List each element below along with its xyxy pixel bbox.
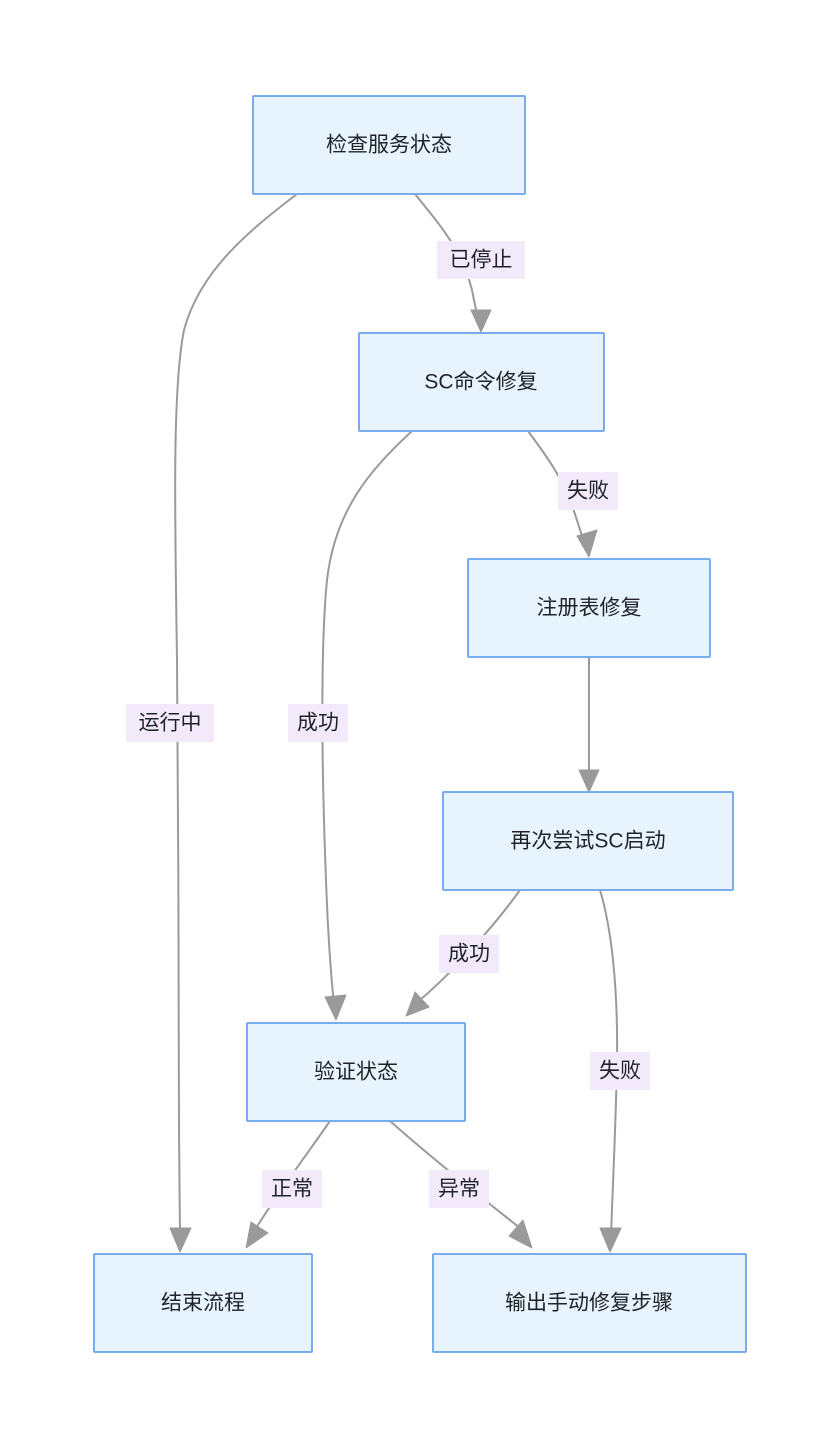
- edge-label-text: 正常: [271, 1178, 313, 1201]
- arrowhead-icon: [470, 309, 492, 333]
- arrowhead-icon: [405, 991, 430, 1017]
- node-retry-sc-start[interactable]: 再次尝试SC启动: [442, 791, 734, 891]
- arrowhead-icon: [576, 529, 598, 558]
- node-box[interactable]: [358, 332, 605, 432]
- edge-label-running: 运行中: [126, 704, 214, 742]
- edge-label-abnormal: 异常: [429, 1170, 489, 1208]
- edge-path: [321, 430, 413, 1007]
- edge-check-to-finish: [169, 193, 298, 1253]
- edge-label-background: [437, 241, 525, 279]
- edge-label-fail-sc: 失败: [558, 472, 618, 510]
- arrowhead-icon: [245, 1221, 269, 1249]
- edge-label-fail-retry: 失败: [590, 1052, 650, 1090]
- node-box[interactable]: [467, 558, 711, 658]
- edge-label-text: 失败: [567, 480, 609, 503]
- edge-label-normal: 正常: [262, 1170, 322, 1208]
- node-layer: 检查服务状态 SC命令修复 注册表修复 再次尝试SC启动 验证状态 结束流程: [93, 95, 747, 1353]
- node-label: 再次尝试SC启动: [510, 830, 665, 853]
- edge-label-text: 失败: [599, 1060, 641, 1083]
- edge-registry-to-retry: [578, 656, 600, 793]
- edge-label-success-sc: 成功: [288, 704, 348, 742]
- node-box[interactable]: [93, 1253, 313, 1353]
- node-box[interactable]: [432, 1253, 747, 1353]
- edge-label-background: [439, 935, 499, 973]
- edge-label-background: [126, 704, 214, 742]
- node-registry-repair[interactable]: 注册表修复: [467, 558, 711, 658]
- node-end-process[interactable]: 结束流程: [93, 1253, 313, 1353]
- edge-label-background: [262, 1170, 322, 1208]
- node-box[interactable]: [442, 791, 734, 891]
- node-sc-command-repair[interactable]: SC命令修复: [358, 332, 605, 432]
- edge-label-text: 运行中: [139, 712, 202, 735]
- arrowhead-icon: [324, 994, 347, 1021]
- node-box[interactable]: [252, 95, 526, 195]
- node-label: 检查服务状态: [326, 134, 452, 157]
- node-box[interactable]: [246, 1022, 466, 1122]
- arrowhead-icon: [599, 1227, 622, 1253]
- node-check-service-status[interactable]: 检查服务状态: [252, 95, 526, 195]
- arrowhead-icon: [578, 769, 600, 793]
- node-label: 注册表修复: [537, 597, 642, 620]
- node-output-manual-steps[interactable]: 输出手动修复步骤: [432, 1253, 747, 1353]
- edge-label-background: [429, 1170, 489, 1208]
- node-label: 结束流程: [161, 1292, 245, 1315]
- node-label: 验证状态: [314, 1061, 398, 1084]
- edge-label-background: [288, 704, 348, 742]
- edge-sc-to-verify: [321, 430, 413, 1021]
- edge-layer: [169, 193, 622, 1253]
- arrowhead-icon: [508, 1219, 533, 1249]
- edge-label-stopped: 已停止: [437, 241, 525, 279]
- arrowhead-icon: [169, 1227, 192, 1253]
- edge-label-text: 成功: [297, 712, 339, 735]
- edge-path: [174, 193, 298, 1239]
- edge-label-background: [590, 1052, 650, 1090]
- node-verify-status[interactable]: 验证状态: [246, 1022, 466, 1122]
- node-label: 输出手动修复步骤: [505, 1292, 673, 1315]
- edge-label-success-retry: 成功: [439, 935, 499, 973]
- edge-label-text: 异常: [438, 1178, 480, 1201]
- edge-label-text: 已停止: [450, 249, 513, 272]
- edge-label-layer: 已停止 运行中 成功 失败 成功 失败: [126, 241, 650, 1208]
- edge-label-text: 成功: [448, 943, 490, 966]
- node-label: SC命令修复: [424, 371, 537, 394]
- edge-label-background: [558, 472, 618, 510]
